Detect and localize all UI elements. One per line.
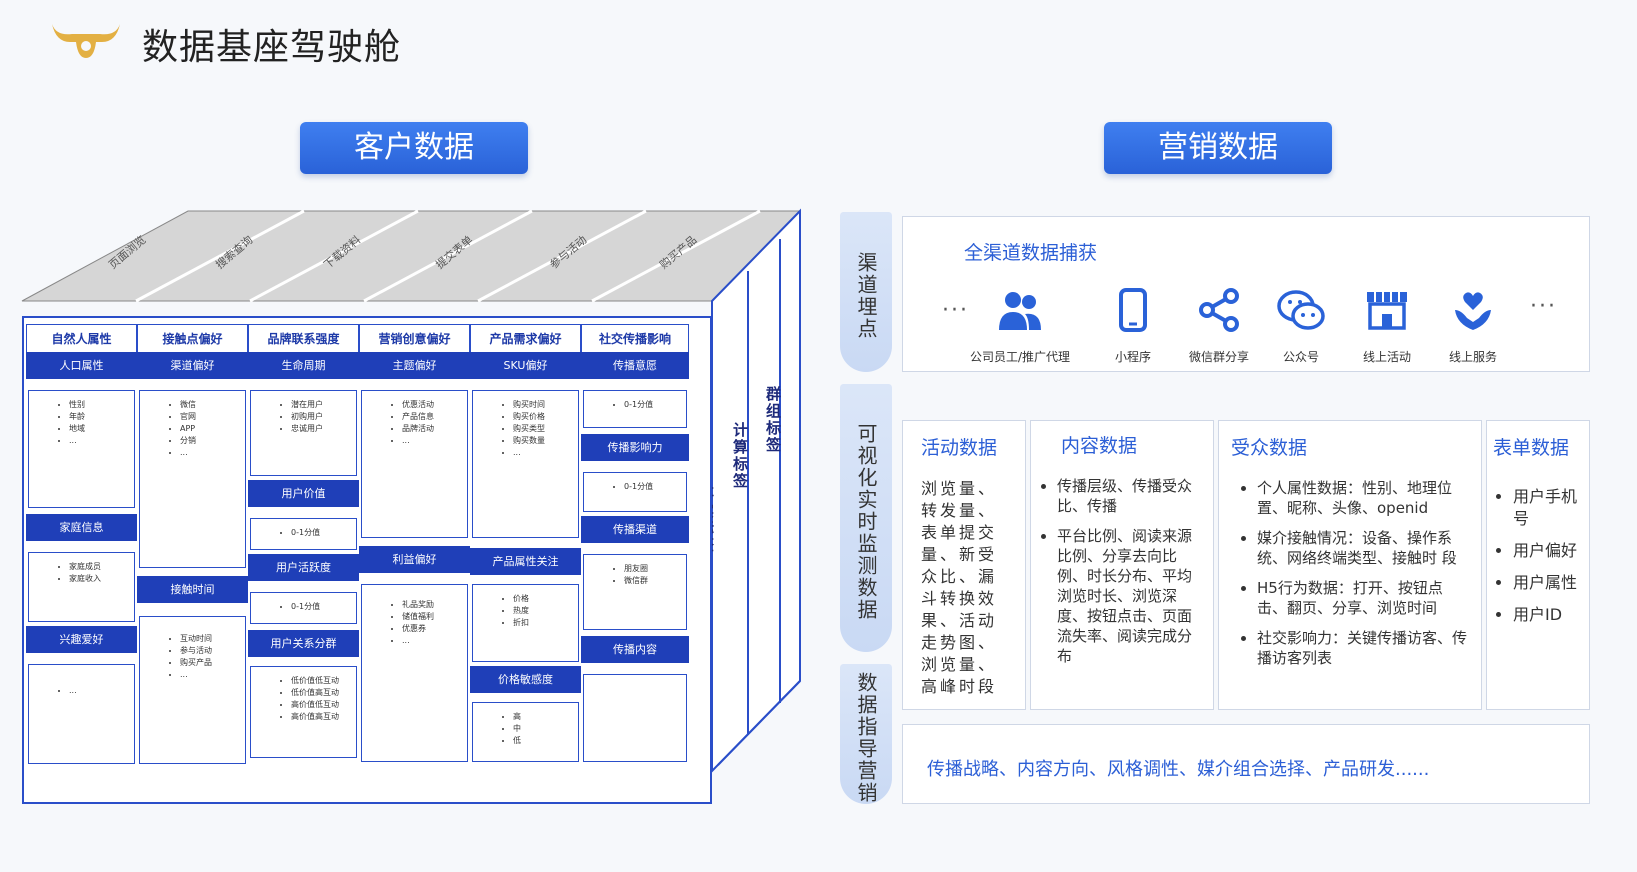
attribute-box: 互动时间参与活动购买产品... [139,616,246,764]
category-bar: 用户活跃度 [248,554,359,581]
bull-logo-icon [52,24,120,58]
audience-item: 媒介接触情况：设备、操作系统、网络终端类型、接触时 段 [1257,528,1467,568]
wechat-icon [1277,290,1325,330]
attribute-box: 购买时间购买价格购买类型购买数量... [472,390,579,538]
channel-wechat-group: 微信群分享 [1164,280,1274,365]
cube-frame [21,208,802,774]
form-item: 用户手机号 [1513,486,1581,530]
share-icon [1199,288,1239,332]
audience-item: H5行为数据：打开、按钮点击、翻页、分享、浏览时间 [1257,578,1467,618]
attribute-box: 高中低 [472,702,579,762]
column-header: 产品需求偏好 [470,324,581,354]
column-header: 自然人属性 [26,324,137,354]
ellipsis-left: ··· [942,298,969,323]
category-bar: 接触时间 [137,576,248,603]
marketing-data-header: 营销数据 [1104,122,1332,174]
attribute-box: 潜在用户初购用户忠诚用户 [250,390,357,476]
attribute-box: 朋友圈微信群 [583,554,687,630]
category-bar: 家庭信息 [26,514,137,541]
category-bar: 价格敏感度 [470,666,581,693]
category-bar: 主题偏好 [359,352,470,379]
column-header: 品牌联系强度 [248,324,359,354]
attribute-box: 0-1分值 [250,518,357,550]
content-item: 平台比例、阅读来源比例、分享去向比例、时长分布、平均 浏览时长、浏览深度、按钮点… [1057,526,1203,666]
attribute-box: 0-1分值 [583,390,687,428]
category-bar: 渠道偏好 [137,352,248,379]
store-icon [1367,292,1407,330]
channel-official-account: 公众号 [1246,280,1356,365]
category-bar: 传播渠道 [581,516,689,543]
channel-panel-title: 全渠道数据捕获 [964,242,1098,264]
form-data-title: 表单数据 [1493,437,1570,459]
page-title: 数据基座驾驶舱 [142,27,402,68]
ellipsis-right: ··· [1530,294,1557,319]
column-header: 社交传播影响 [581,324,689,354]
channel-mini-program: 小程序 [1078,280,1188,365]
category-bar: 传播内容 [581,636,689,663]
form-item: 用户ID [1513,604,1581,626]
attribute-box: 优惠活动产品信息品牌活动... [361,390,468,538]
attribute-box: 微信官网APP分销... [139,390,246,568]
channel-staff: 公司员工/推广代理 [965,280,1075,365]
phone-icon [1119,288,1147,332]
category-bar: 用户价值 [248,480,359,507]
column-header: 接触点偏好 [137,324,248,354]
content-data-title: 内容数据 [1061,435,1138,457]
category-bar: 利益偏好 [359,546,470,573]
activity-data-text: 浏览量、转发量、表单提交量、新受众比、漏斗转换效果、活动走势图、浏览量、高峰时段 [921,479,998,696]
group-tag-label: 群组标签 [764,386,782,454]
audience-data-panel: 受众数据 个人属性数据：性别、地理位置、昵称、头像、openid 媒介接触情况：… [1218,420,1482,710]
form-data-panel: 表单数据 用户手机号 用户偏好 用户属性 用户ID [1486,420,1590,710]
category-bar: 用户关系分群 [248,630,359,657]
attribute-box: 0-1分值 [583,472,687,512]
heart-hand-icon [1455,292,1491,330]
channel-tracking-pill: 渠道埋点 [840,212,892,372]
form-item: 用户属性 [1513,572,1581,594]
audience-item: 个人属性数据：性别、地理位置、昵称、头像、openid [1257,478,1467,518]
marketing-guide-text: 传播战略、内容方向、风格调性、媒介组合选择、产品研发...... [927,759,1430,780]
category-bar: SKU偏好 [470,352,581,379]
category-bar: 产品属性关注 [470,548,581,575]
category-bar: 传播意愿 [581,352,689,379]
attribute-box: ... [28,664,135,764]
data-guide-pill: 数据指导营销 [840,664,892,804]
customer-data-grid: 自然人属性 人口属性 性别年龄地域... 家庭信息 家庭成员家庭收入 兴趣爱好 … [22,316,712,804]
activity-data-title: 活动数据 [921,437,998,459]
channel-online-service: 线上服务 [1418,280,1528,365]
marketing-guide-panel: 传播战略、内容方向、风格调性、媒介组合选择、产品研发...... [902,724,1590,804]
audience-data-title: 受众数据 [1231,437,1308,459]
attribute-box: 礼品奖励储值福利优惠券... [361,584,468,762]
attribute-box: 低价值低互动低价值高互动高价值低互动高价值高互动 [250,666,357,758]
attribute-box: 价格热度折扣 [472,584,579,662]
activity-data-panel: 活动数据 浏览量、转发量、表单提交量、新受众比、漏斗转换效果、活动走势图、浏览量… [902,420,1026,710]
realtime-monitor-pill: 可视化实时监测数据 [840,384,892,652]
people-icon [999,292,1041,330]
category-bar: 兴趣爱好 [26,626,137,653]
form-item: 用户偏好 [1513,540,1581,562]
computed-tag-label: 计算标签 [731,422,749,490]
customer-data-header: 客户数据 [300,122,528,174]
attribute-box: 0-1分值 [250,592,357,624]
attribute-box: 性别年龄地域... [28,390,135,508]
content-item: 传播层级、传播受众比、传播 [1057,476,1203,516]
category-bar: 生命周期 [248,352,359,379]
audience-item: 社交影响力：关键传播访客、传播访客列表 [1257,628,1467,668]
channel-online-activity: 线上活动 [1332,280,1442,365]
attribute-box: 家庭成员家庭收入 [28,552,135,622]
category-bar: 人口属性 [26,352,137,379]
column-header: 营销创意偏好 [359,324,470,354]
attribute-box [583,674,687,762]
category-bar: 传播影响力 [581,434,689,461]
content-data-panel: 内容数据 传播层级、传播受众比、传播 平台比例、阅读来源比例、分享去向比例、时长… [1030,420,1214,710]
